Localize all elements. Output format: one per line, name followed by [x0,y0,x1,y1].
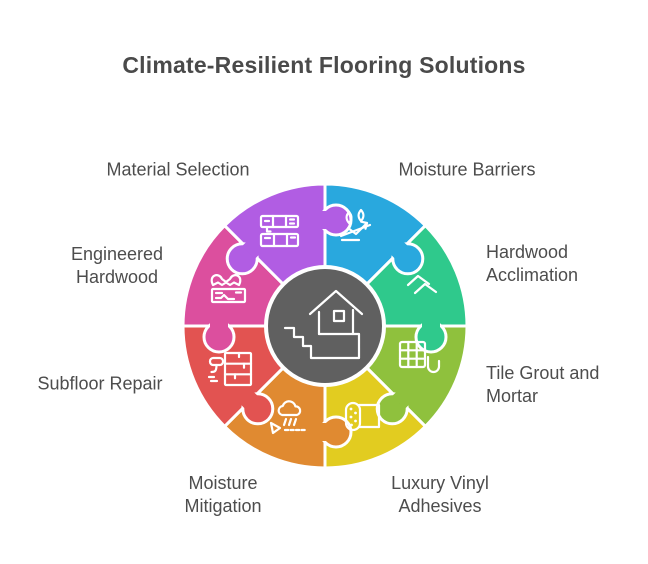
paint-roller-subfloor-icon [207,351,253,387]
puzzle-tab [414,320,448,354]
label-moisture-mitigation: Moisture Mitigation [184,473,262,516]
flooring-samples-shelf-icon [259,214,300,248]
puzzle-tab [239,390,275,426]
puzzle-tab [319,415,353,449]
puzzle-tab [389,240,425,276]
label-luxury-vinyl-adhesives: Luxury Vinyl Adhesives [391,473,489,516]
label-hardwood-acclimation: Hardwood Acclimation [486,242,579,285]
page-title: Climate-Resilient Flooring Solutions [122,52,526,78]
segment-icons [207,208,441,435]
label-moisture-barriers: Moisture Barriers [398,159,536,180]
puzzle-tab [375,390,411,426]
label-engineered-hardwood: Engineered Hardwood [70,244,164,287]
center-circle [264,265,386,387]
layered-plank-grain-icon [210,274,247,304]
puzzle-tab [225,240,261,276]
tile-grid-trowel-icon [398,340,441,374]
stacked-planks-icon [406,274,438,295]
water-drops-deflect-icon [339,208,372,242]
vinyl-roll-icon [344,401,381,432]
house-on-foundation-icon [283,289,364,360]
label-material-selection: Material Selection [106,159,250,180]
rain-cloud-dehumidifier-icon [269,400,306,435]
label-subfloor-repair: Subfloor Repair [37,373,163,394]
label-tile-grout-and-mortar: Tile Grout and Mortar [486,363,600,406]
puzzle-tab [202,320,236,354]
